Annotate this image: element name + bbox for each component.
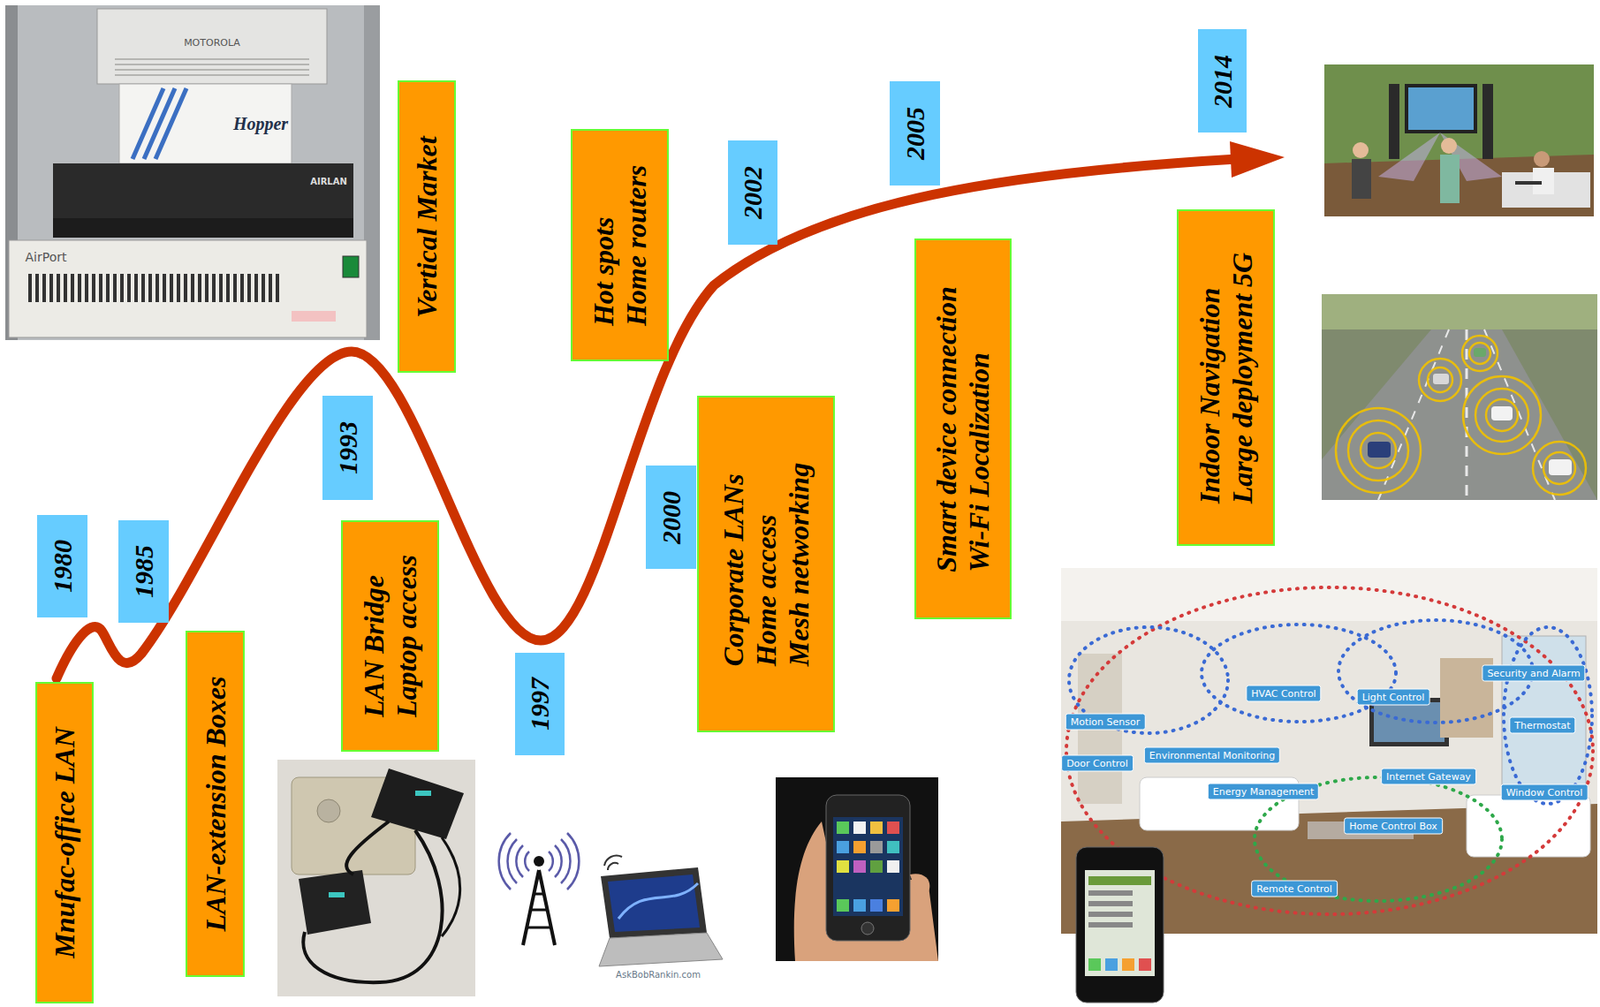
- device-tag: Door Control: [1061, 755, 1134, 773]
- device-tag: Home Control Box: [1343, 818, 1443, 835]
- year-text: 1980: [46, 539, 78, 593]
- milestone-text: Corporate LANs: [717, 462, 751, 666]
- milestone-box: Corporate LANsHome accessMesh networking: [697, 395, 835, 733]
- photo-label: AIRLAN: [310, 176, 348, 187]
- milestone-text: Vertical Market: [410, 136, 444, 318]
- milestone-text: Mesh networking: [781, 462, 815, 666]
- device-tag: Motion Sensor: [1065, 713, 1146, 731]
- year-box: 2000: [645, 465, 697, 569]
- milestone-box: LAN BridgeLaptop access: [341, 520, 440, 752]
- milestone-text: Indoor Navigation: [1193, 251, 1227, 503]
- milestone-text: LAN-extension Boxes: [198, 676, 232, 933]
- milestone-text: Home routers: [620, 164, 653, 326]
- lan-bridge-photo: [277, 759, 476, 997]
- year-box: 1980: [37, 515, 88, 618]
- year-text: 2005: [899, 106, 931, 160]
- year-text: 1993: [332, 421, 364, 475]
- device-rack-photo: [5, 5, 380, 341]
- milestone-text: Mnufac-office LAN: [48, 727, 82, 959]
- year-box: 1985: [118, 520, 169, 623]
- milestone-box: Mnufac-office LAN: [35, 682, 94, 1004]
- year-text: 1985: [128, 545, 160, 599]
- highway-picture: [1321, 294, 1598, 501]
- milestone-box: Hot spotsHome routers: [570, 128, 669, 362]
- living-room-picture: [1324, 64, 1594, 217]
- year-box: 1993: [322, 395, 373, 501]
- milestone-text: Hot spots: [587, 164, 621, 326]
- year-box: 1997: [515, 652, 565, 756]
- device-tag: Thermostat: [1509, 717, 1576, 735]
- year-text: 2000: [655, 491, 687, 545]
- year-box: 2005: [889, 81, 941, 186]
- watermark: AskBobRankin.com: [615, 970, 701, 980]
- milestone-text: Large deployment 5G: [1226, 251, 1259, 503]
- milestone-text: Laptop access: [390, 554, 424, 718]
- device-tag: Remote Control: [1251, 880, 1338, 898]
- device-tag: Environmental Monitoring: [1144, 747, 1281, 765]
- milestone-text: Home access: [750, 462, 783, 666]
- milestone-box: Indoor NavigationLarge deployment 5G: [1176, 209, 1275, 546]
- device-tag: Light Control: [1357, 689, 1431, 706]
- year-text: 2014: [1206, 54, 1238, 108]
- antenna-laptop-icon: [499, 833, 723, 967]
- device-tag: Energy Management: [1207, 783, 1320, 801]
- photo-label: AirPort: [25, 250, 68, 265]
- milestone-box: Vertical Market: [397, 80, 456, 373]
- milestone-text: Smart device connection: [930, 286, 964, 573]
- year-box: 2002: [727, 140, 778, 245]
- photo-label: Hopper: [233, 113, 289, 135]
- device-tag: Internet Gateway: [1380, 768, 1477, 786]
- smart-home-picture: [1061, 568, 1598, 1003]
- device-tag: Window Control: [1501, 784, 1589, 802]
- milestone-text: Wi-Fi Localization: [963, 286, 996, 573]
- smartphone-photo: [775, 777, 939, 962]
- device-tag: HVAC Control: [1245, 685, 1321, 703]
- photo-label: MOTOROLA: [183, 37, 241, 49]
- device-tag: Security and Alarm: [1481, 665, 1585, 683]
- milestone-box: Smart device connectionWi-Fi Localizatio…: [914, 238, 1012, 620]
- milestone-box: LAN-extension Boxes: [185, 630, 245, 978]
- year-text: 1997: [524, 677, 556, 731]
- year-text: 2002: [737, 166, 769, 220]
- year-box: 2014: [1198, 29, 1247, 133]
- milestone-text: LAN Bridge: [357, 554, 391, 718]
